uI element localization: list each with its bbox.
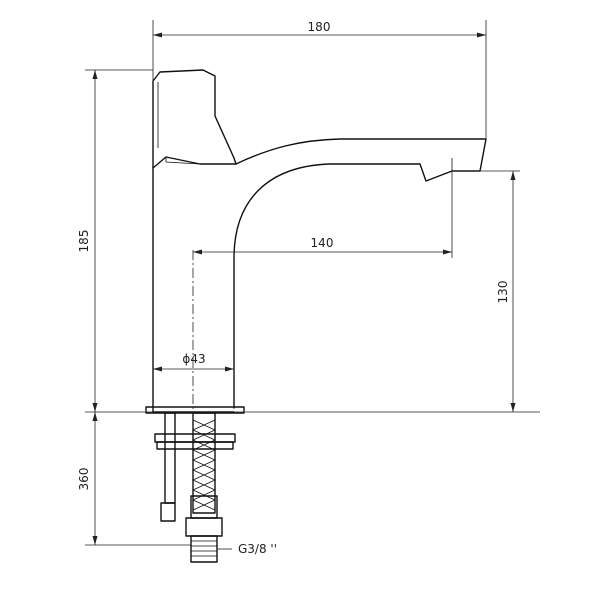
dimension-height-label: 185 xyxy=(77,230,91,253)
mounting-hardware xyxy=(145,406,245,563)
dimension-spout-height-label: 130 xyxy=(496,281,510,304)
lever-inner-line xyxy=(157,82,201,165)
hose-braid-pattern xyxy=(192,419,216,511)
dimension-width-label: 180 xyxy=(308,20,331,34)
dimension-diameter: ϕ43 xyxy=(153,352,234,372)
dimension-spout-height: 130 xyxy=(452,170,520,412)
stud-tip xyxy=(160,502,176,522)
hose-fitting xyxy=(190,535,218,563)
fitting-thread-lines xyxy=(191,540,217,557)
braided-hose xyxy=(192,412,216,514)
thread-label: G3/8 '' xyxy=(238,542,277,556)
threaded-stud xyxy=(164,412,176,504)
dimension-height: 185 xyxy=(77,69,540,413)
nut xyxy=(156,441,234,450)
dimension-hose-length: 360 xyxy=(77,412,191,546)
dimension-diameter-label: ϕ43 xyxy=(182,352,205,366)
dimension-width: 180 xyxy=(152,20,487,139)
dimension-reach: 140 xyxy=(193,171,453,258)
dimension-reach-label: 140 xyxy=(311,236,334,250)
faucet-body xyxy=(152,138,487,413)
spout-underside xyxy=(233,163,453,409)
hose-nut xyxy=(185,517,223,537)
thread-callout: G3/8 '' xyxy=(217,542,277,556)
lever-outline xyxy=(152,69,237,169)
dimension-hose-length-label: 360 xyxy=(77,468,91,491)
lever-handle xyxy=(152,69,237,169)
spout-top xyxy=(235,138,487,172)
